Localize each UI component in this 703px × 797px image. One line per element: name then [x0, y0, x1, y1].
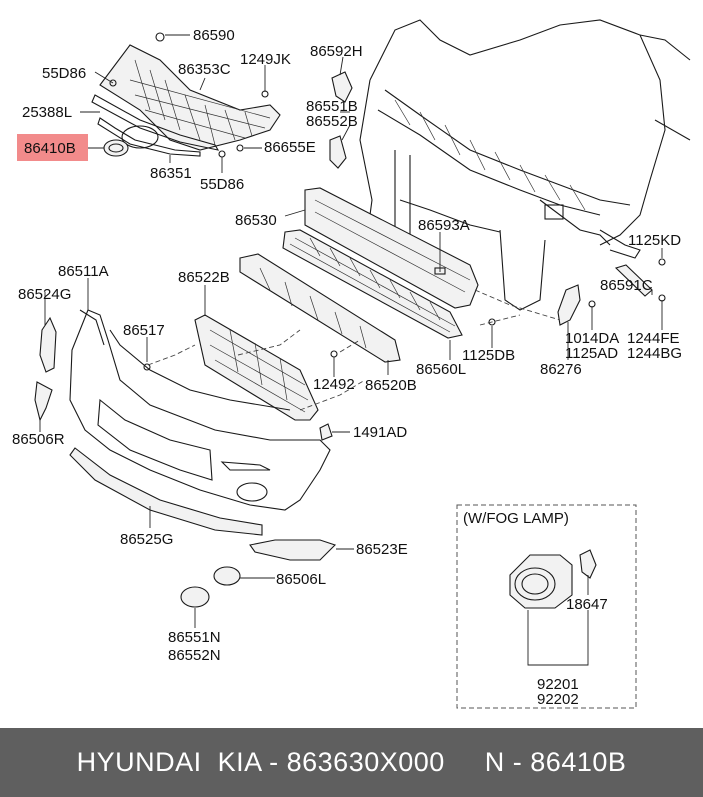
label-86591c: 86591C	[600, 277, 653, 294]
small-fasteners	[143, 258, 666, 441]
label-86655e: 86655E	[264, 139, 316, 156]
label-1244fe: 1244FE	[627, 330, 680, 347]
label-86520b: 86520B	[365, 377, 417, 394]
grille-garnish-strip	[97, 117, 201, 157]
label-86590: 86590	[193, 27, 235, 44]
lower-lip-86525g	[69, 447, 263, 536]
radiator-grille-upper	[99, 44, 281, 151]
label-86511a: 86511A	[58, 263, 109, 280]
fog-lamp-inset	[456, 504, 637, 709]
label-1249jk: 1249JK	[240, 51, 291, 68]
part-number-labels: 86590 55D86 86353C 1249JK 86592H 25388L …	[12, 27, 682, 708]
label-55d86-upper: 55D86	[42, 65, 86, 82]
label-86551n: 86551N	[168, 629, 221, 646]
label-1491ad: 1491AD	[353, 424, 407, 441]
fasteners-upper	[109, 32, 269, 158]
label-55d86-lower: 55D86	[200, 176, 244, 193]
label-86410b: 86410B	[24, 140, 76, 157]
dashed-alignment-lines	[147, 289, 561, 411]
label-1244bg: 1244BG	[627, 345, 682, 362]
label-86593a: 86593A	[418, 217, 470, 234]
label-86506r: 86506R	[12, 431, 65, 448]
label-86525g: 86525G	[120, 531, 173, 548]
grille-molding	[91, 94, 220, 151]
label-86552n: 86552N	[168, 647, 221, 664]
label-92202: 92202	[537, 691, 579, 708]
lower-grille-86522b	[194, 314, 319, 421]
label-18647: 18647	[566, 596, 608, 613]
label-86522b: 86522B	[178, 269, 230, 286]
label-1125kd: 1125KD	[628, 232, 681, 249]
leader-lines	[39, 34, 663, 628]
trim-86523e	[249, 539, 337, 561]
bracket-86592h	[329, 71, 353, 169]
front-bumper-cover-86511a	[69, 309, 331, 511]
label-fog-lamp-title: (W/FOG LAMP)	[463, 510, 569, 527]
highlight-box-86410b	[17, 134, 88, 161]
fog-cover-86506l	[213, 566, 241, 586]
label-1014da: 1014DA	[565, 330, 619, 347]
label-86353c: 86353C	[178, 61, 231, 78]
label-86351: 86351	[150, 165, 192, 182]
label-86551b: 86551B	[306, 98, 358, 115]
lower-grille-mesh-86560l	[282, 229, 463, 339]
label-86560l: 86560L	[416, 361, 466, 378]
footer-bar: HYUNDAI KIA - 863630X000 N - 86410B	[0, 728, 703, 797]
label-86530: 86530	[235, 212, 277, 229]
exploded-parts-diagram: 86590 55D86 86353C 1249JK 86592H 25388L …	[12, 19, 691, 709]
label-86523e: 86523E	[356, 541, 408, 558]
label-86592h: 86592H	[310, 43, 363, 60]
label-86524g: 86524G	[18, 286, 71, 303]
bumper-absorber-86520b	[239, 253, 401, 363]
label-86517: 86517	[123, 322, 165, 339]
label-86276: 86276	[540, 361, 582, 378]
fog-cover-86551n	[180, 586, 210, 608]
label-1125db: 1125DB	[462, 347, 515, 364]
label-86506l: 86506L	[276, 571, 326, 588]
label-86552b: 86552B	[306, 113, 358, 130]
bracket-86276	[557, 284, 581, 326]
label-25388l: 25388L	[22, 104, 72, 121]
label-92201: 92201	[537, 676, 579, 693]
radiator-support-frame	[359, 19, 691, 311]
emblem-86410b	[103, 139, 129, 157]
label-12492: 12492	[313, 376, 355, 393]
footer-part-reference: HYUNDAI KIA - 863630X000 N - 86410B	[76, 747, 627, 777]
side-bracket-86524g	[39, 316, 57, 373]
side-cover-86506r	[34, 381, 53, 422]
label-1125ad: 1125AD	[565, 345, 618, 362]
